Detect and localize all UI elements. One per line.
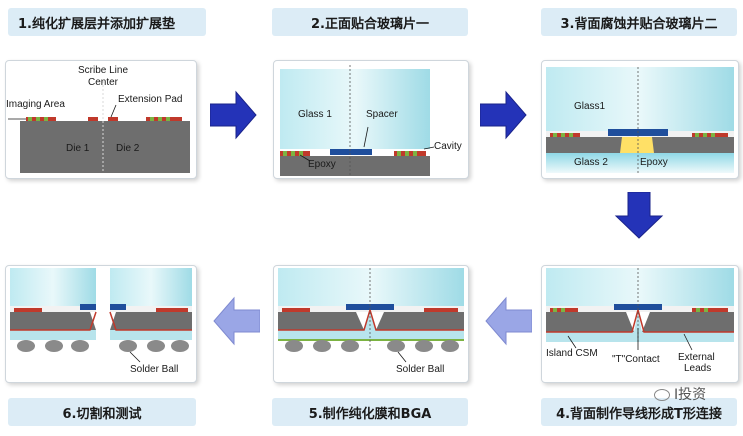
solder-ball (45, 340, 63, 352)
solder-ball (441, 340, 459, 352)
arrow-left-2-icon (213, 296, 260, 346)
step5-title: 5.制作纯化膜和BGA (272, 398, 468, 426)
arrow-right-1-icon (210, 90, 257, 140)
extension-pad (88, 117, 98, 121)
glass2-label: Glass 2 (574, 157, 608, 168)
glass1-label: Glass 1 (298, 109, 332, 120)
solder-ball (387, 340, 405, 352)
solder-ball (71, 340, 89, 352)
step4-panel: Island CSM "T"Contact External Leads (541, 265, 739, 383)
scribe-line-label: Scribe Line (78, 65, 129, 76)
step2-panel: Glass 1 Spacer Cavity Epoxy (273, 60, 469, 179)
extension-pad-label: Extension Pad (118, 94, 183, 105)
step5-panel: Solder Ball (273, 265, 469, 383)
solder-ball (341, 340, 359, 352)
epoxy-label: Epoxy (308, 159, 336, 170)
die1-label: Die 1 (66, 143, 90, 154)
watermark-logo: I投资 (654, 384, 706, 404)
cavity-label: Cavity (434, 141, 462, 152)
spacer-block (330, 149, 372, 155)
die2-label: Die 2 (116, 143, 140, 154)
step2-title: 2.正面贴合玻璃片一 (272, 8, 468, 36)
step6-diagram (10, 268, 192, 363)
leads-label: Leads (684, 363, 712, 374)
step3-diagram (546, 67, 734, 173)
glass1-label: Glass1 (574, 101, 606, 112)
step2-diagram (280, 65, 435, 176)
imaging-area-label: Imaging Area (6, 99, 65, 110)
step1-panel: Scribe Line Center Imaging Area Extensio… (5, 60, 197, 179)
solder-ball (313, 340, 331, 352)
solder-ball (171, 340, 189, 352)
island-csm-label: Island CSM (546, 348, 598, 359)
solder-ball (119, 340, 137, 352)
arrow-right-2-icon (480, 90, 527, 140)
step6-title: 6.切割和测试 (8, 398, 196, 426)
solder-ball (147, 340, 165, 352)
center-label: Center (88, 77, 119, 88)
spacer-label: Spacer (366, 109, 398, 120)
solder-ball (17, 340, 35, 352)
wechat-icon (654, 389, 670, 401)
solder-ball (415, 340, 433, 352)
arrow-left-1-icon (485, 296, 532, 346)
step1-title: 1.纯化扩展层并添加扩展垫 (8, 8, 206, 36)
solder-ball-label: Solder Ball (396, 364, 445, 375)
epoxy-wedge (620, 137, 654, 153)
epoxy-label: Epoxy (640, 157, 668, 168)
t-contact-label: "T"Contact (612, 354, 660, 365)
arrow-down-icon (614, 192, 664, 239)
step6-panel: Solder Ball (5, 265, 197, 383)
step4-diagram (546, 268, 734, 351)
solder-ball-label: Solder Ball (130, 364, 179, 375)
step3-title: 3.背面腐蚀并贴合玻璃片二 (541, 8, 737, 36)
step3-panel: Glass1 Glass 2 Epoxy (541, 60, 739, 179)
external-label: External (678, 352, 715, 363)
die-substrate (20, 121, 190, 173)
solder-ball (285, 340, 303, 352)
step5-diagram (278, 268, 464, 363)
step1-diagram (8, 81, 190, 173)
step4-title: 4.背面制作导线形成T形连接 (541, 398, 737, 426)
